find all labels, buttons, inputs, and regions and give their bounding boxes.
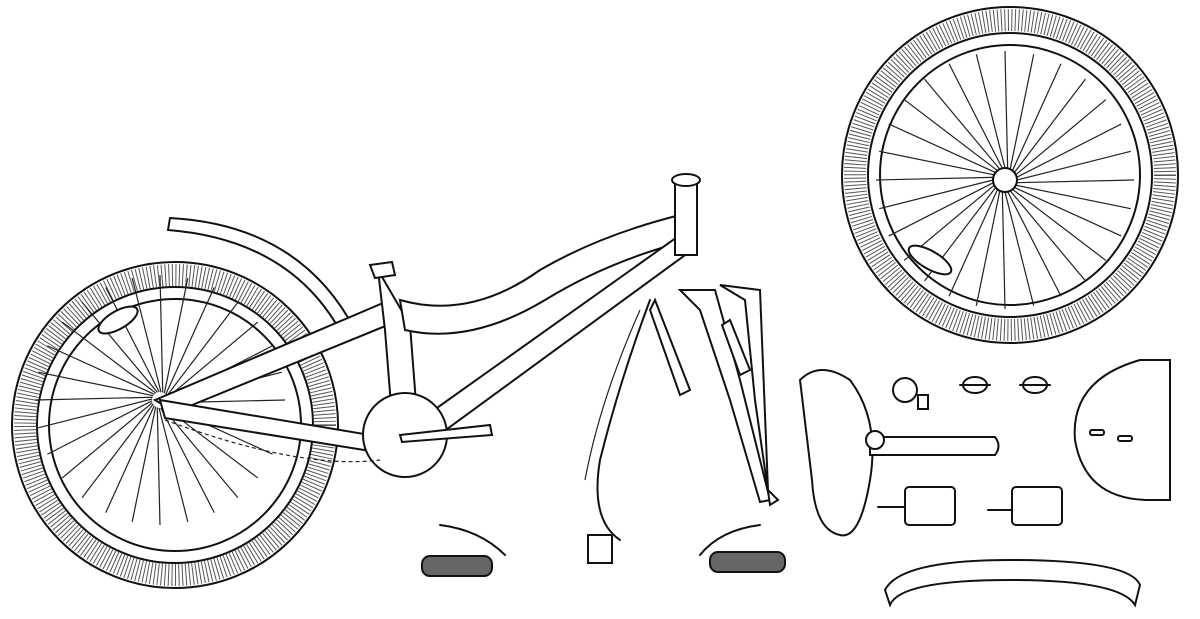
spoke [81,301,158,393]
right-pedal [1011,486,1063,526]
spoke [1012,99,1107,178]
spoke [38,371,154,397]
spoke [1001,187,1006,310]
spoke [1004,50,1009,173]
front-fender [883,558,1142,608]
seat-post [869,436,1000,456]
spoke [888,180,998,237]
spoke [47,345,155,395]
spoke [158,407,189,523]
rear-wheel [11,261,339,589]
spoke [1012,179,1135,184]
spoke [47,400,153,455]
spoke [924,78,1003,173]
front-wheel [841,6,1179,344]
spoke [1008,186,1107,261]
frame [152,173,701,478]
spoke [1010,63,1062,175]
spoke [1012,150,1131,182]
spoke [162,407,239,499]
spoke [1011,78,1086,177]
spoke [61,321,157,394]
spoke [875,176,998,181]
handlebar [421,524,786,577]
left-grip [421,555,493,577]
right-grip [709,551,786,573]
spoke [1012,123,1122,180]
spoke [1005,187,1062,297]
saddle [798,369,874,537]
left-pedal [904,486,956,526]
chain-cover [1073,359,1171,501]
spoke [888,123,1000,175]
small-parts [877,359,1171,608]
spoke [105,405,155,513]
spoke [1003,187,1035,306]
spoke [948,185,1000,297]
bell [892,377,918,403]
spoke [1008,54,1035,174]
spoke [879,178,998,210]
spoke [903,99,1002,174]
spoke [879,150,999,177]
spoke [81,403,154,499]
spoke [61,402,153,479]
spoke [131,406,157,522]
spoke [948,63,1005,173]
reflector [97,305,139,335]
spoke [167,321,259,398]
spoke [166,301,239,397]
spoke [1010,185,1122,237]
spoke [131,277,162,393]
crank-arm [398,423,494,444]
spoke [34,396,153,401]
spoke [156,407,161,526]
spoke [1011,183,1131,210]
spoke [159,274,164,393]
spoke [975,54,1007,173]
spoke [163,278,189,394]
spoke [37,398,153,429]
spoke [160,407,215,513]
spoke [165,287,215,395]
spoke [975,186,1002,306]
fork [584,284,780,541]
spoke [105,287,160,393]
spoke [1007,187,1086,282]
